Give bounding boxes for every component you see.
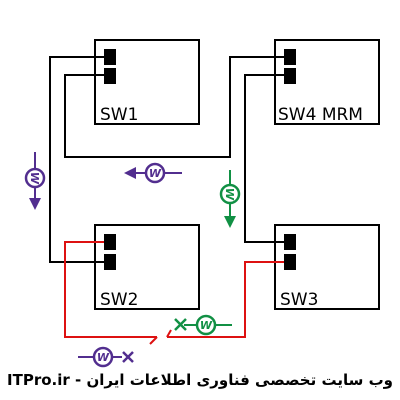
frame-icon	[92, 346, 114, 368]
cable-break-mark	[149, 336, 158, 345]
port-sw4-1	[284, 49, 296, 65]
mrm-test-frame-left: W	[124, 162, 182, 184]
port-sw3-1	[284, 234, 296, 250]
frame-glyph: W	[97, 351, 110, 364]
port-sw2-2	[104, 254, 116, 270]
sw4-label: SW4 MRM	[278, 105, 363, 125]
cable-sw1-sw4	[64, 56, 285, 158]
frame-icon	[195, 314, 217, 336]
cable-sw4-sw3	[244, 74, 285, 243]
link-down-frame-down: W	[219, 170, 241, 228]
mrm-test-frame-blocked: W	[78, 346, 134, 368]
port-sw4-2	[284, 68, 296, 84]
link-down-frame-blocked: W	[174, 314, 232, 336]
site-watermark: ITPro.ir - وب سایت تخصصی فناوری اطلاعات …	[7, 371, 393, 389]
sw3-label: SW3	[280, 290, 318, 310]
frame-glyph: W	[200, 319, 213, 332]
mrm-test-frame-down: W	[24, 152, 46, 210]
cable-break-mark	[166, 329, 172, 338]
frame-icon	[219, 183, 241, 205]
port-sw1-2	[104, 68, 116, 84]
frame-glyph: W	[223, 188, 236, 201]
port-sw1-1	[104, 49, 116, 65]
frame-icon	[24, 167, 46, 189]
sw1-label: SW1	[100, 105, 138, 125]
port-sw2-1	[104, 234, 116, 250]
cable-sw1-sw2	[49, 56, 105, 263]
port-sw3-2	[284, 254, 296, 270]
broken-cable-sw3-side	[167, 261, 285, 338]
broken-cable-sw2-side	[64, 241, 157, 338]
frame-icon	[144, 162, 166, 184]
sw2-label: SW2	[100, 290, 138, 310]
frame-glyph: W	[28, 172, 41, 185]
frame-glyph: W	[149, 167, 162, 180]
